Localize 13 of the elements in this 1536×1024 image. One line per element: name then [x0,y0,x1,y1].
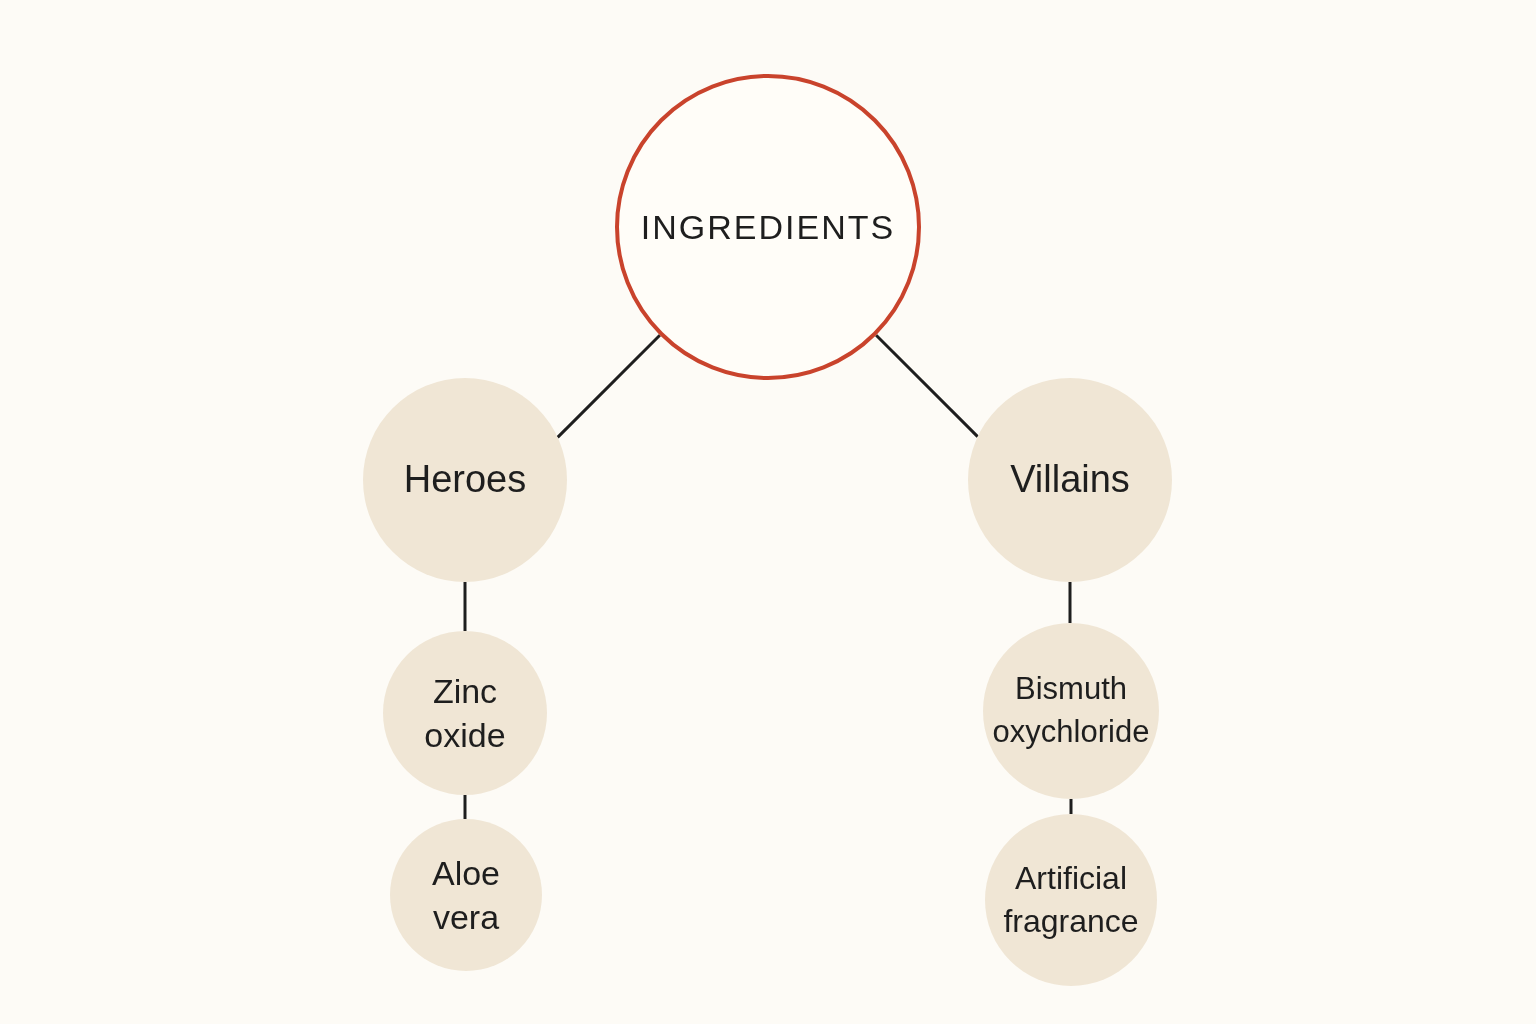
node-label: Villains [1010,457,1130,503]
node-label: Bismuth oxychloride [991,670,1151,751]
node-label: Aloe vera [430,852,502,938]
node-label: Heroes [403,457,527,503]
node-label: Artificial fragrance [1002,858,1140,941]
connector-line [556,334,661,439]
connector-line [1068,582,1072,623]
connector-line [463,582,467,631]
node-label: INGREDIENTS [640,206,896,248]
connector-line [463,795,467,819]
connector-line [1069,799,1073,814]
connector-line [875,334,979,438]
node-label: Zinc oxide [423,670,507,756]
